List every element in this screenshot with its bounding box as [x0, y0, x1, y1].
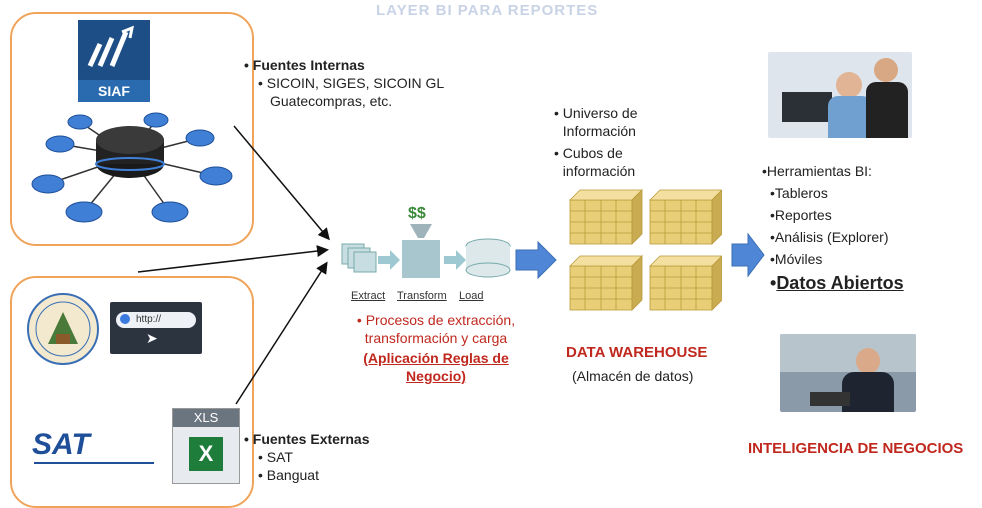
dw-title: DATA WAREHOUSE [566, 344, 708, 361]
office-photo [768, 52, 912, 138]
faint-title: LAYER BI PARA REPORTES [376, 2, 599, 19]
banguat-seal-icon [27, 293, 99, 365]
etl-to-dw-arrow-icon [515, 240, 557, 280]
bi-tool: •Tableros [770, 185, 828, 201]
cursor-icon: ➤ [146, 330, 158, 346]
internal-line2: Guatecompras, etc. [270, 93, 393, 109]
siaf-logo-text: SIAF [78, 80, 150, 102]
external-sources-text: • Fuentes Externas • SAT • Banguat [244, 430, 370, 484]
dw-item: • Universo de Información [554, 105, 638, 139]
etl-process-icon: $$ [341, 205, 511, 278]
dollar-signs-icon: $$ [408, 205, 426, 222]
person-body-shape [828, 96, 872, 138]
dw-item: • Cubos de información [554, 145, 636, 179]
xls-file-icon: XLS X [172, 408, 240, 484]
external-item: • Banguat [258, 467, 319, 483]
internal-heading: • Fuentes Internas [244, 57, 365, 73]
sat-logo-underline [34, 462, 154, 464]
person-head-shape [836, 72, 862, 98]
browser-url: http:// [116, 312, 196, 328]
dw-subtitle: (Almacén de datos) [572, 368, 694, 384]
bi-footer: INTELIGENCIA DE NEGOCIOS [748, 440, 964, 457]
dw-to-bi-arrow-icon [731, 232, 765, 278]
monitor-shape [782, 92, 832, 122]
xls-label: XLS [173, 409, 239, 427]
person2-head-shape [874, 58, 898, 82]
siaf-logo-icon [87, 25, 135, 68]
browser-icon [120, 314, 130, 324]
external-to-etl-arrow [235, 261, 328, 405]
siaf-logo: SIAF [78, 20, 150, 102]
etl-label-transform: Transform [397, 290, 447, 302]
etl-desc-line2: transformación y carga [364, 330, 508, 346]
database-network-icon [31, 112, 233, 223]
etl-rules: (Aplicación Reglas de Negocio) [363, 350, 509, 384]
etl-label-extract: Extract [351, 290, 386, 302]
bi-tool: •Móviles [770, 251, 823, 267]
excel-icon: X [189, 437, 223, 471]
internal-to-etl-arrow [233, 125, 330, 241]
internal-line1: • SICOIN, SIGES, SICOIN GL [258, 75, 445, 91]
etl-description: • Procesos de extracción, transformación… [336, 311, 536, 385]
person2-body-shape [866, 82, 908, 138]
sat-logo: SAT [32, 428, 90, 461]
etl-label-load: Load [459, 290, 484, 302]
bi-heading: •Herramientas BI: [762, 163, 872, 179]
businessman-body-shape [842, 372, 894, 412]
window-shape [780, 334, 916, 372]
bi-highlight: •Datos Abiertos [770, 273, 904, 293]
bi-tool: •Análisis (Explorer) [770, 229, 889, 245]
data-cubes-icon [569, 189, 722, 311]
businessman-head-shape [856, 348, 880, 374]
banguat-to-etl-arrow [137, 245, 329, 273]
businessman-photo [780, 334, 916, 412]
bi-tools: •Herramientas BI: •Tableros •Reportes •A… [762, 160, 904, 296]
external-heading: • Fuentes Externas [244, 431, 370, 447]
browser-screenshot: http:// ➤ [110, 302, 202, 354]
external-item: • SAT [258, 449, 293, 465]
dw-items: • Universo de Información • Cubos de inf… [554, 104, 659, 180]
internal-sources-text: • Fuentes Internas • SICOIN, SIGES, SICO… [244, 56, 444, 110]
etl-desc-line1: • Procesos de extracción, [356, 312, 516, 328]
laptop-shape [810, 392, 850, 406]
bi-tool: •Reportes [770, 207, 832, 223]
